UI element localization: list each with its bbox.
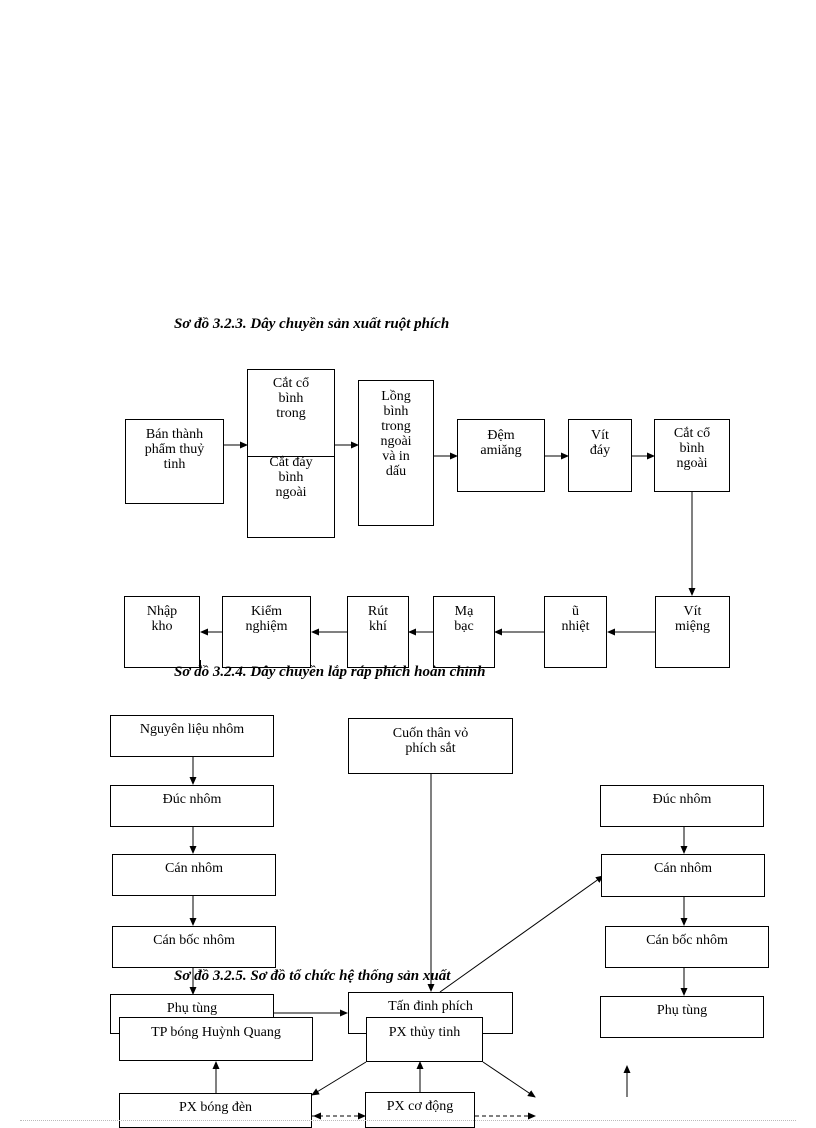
box-nhap-kho: Nhập kho bbox=[124, 596, 200, 668]
arrow-thuytinh-to-bongden bbox=[311, 1061, 367, 1096]
box-can-nhom-left: Cán nhôm bbox=[112, 854, 276, 896]
arrow-tandinh-to-cannhom-right bbox=[439, 875, 604, 993]
box-nguyen-lieu-nhom: Nguyên liệu nhôm bbox=[110, 715, 274, 757]
box-kiem-nghiem: Kiểm nghiệm bbox=[222, 596, 311, 668]
box-can-boc-nhom-left: Cán bốc nhôm bbox=[112, 926, 276, 968]
caption-diagram-2: Sơ đồ 3.2.4. Dây chuyền lắp ráp phích ho… bbox=[174, 664, 486, 680]
box-ban-thanh-pham: Bán thành phẩm thuỷ tinh bbox=[125, 419, 224, 504]
box-can-nhom-right: Cán nhôm bbox=[601, 854, 765, 897]
caption-2-overlay bbox=[124, 660, 201, 668]
box-cat-co-binh-ngoai: Cắt cổ bình ngoài bbox=[654, 419, 730, 492]
divider bbox=[248, 456, 334, 457]
caption-diagram-3: Sơ đồ 3.2.5. Sơ đồ tổ chức hệ thống sản … bbox=[174, 968, 451, 984]
box-duc-nhom-right: Đúc nhôm bbox=[600, 785, 764, 827]
box-dem-amiang: Đệm amiăng bbox=[457, 419, 545, 492]
box-tp-bong-huynh-quang: TP bóng Huỳnh Quang bbox=[119, 1017, 313, 1061]
box-cuon-than: Cuốn thân vỏ phích sắt bbox=[348, 718, 513, 774]
box-ma-bac: Mạ bạc bbox=[433, 596, 495, 668]
box-long-binh: Lồng bình trong ngoài và in dấu bbox=[358, 380, 434, 526]
box-cat-co-cat-day: Cắt cổ bình trong Cắt đáy bình ngoài bbox=[247, 369, 335, 538]
box-can-boc-nhom-right: Cán bốc nhôm bbox=[605, 926, 769, 968]
label-cat-day-binh-ngoai: Cắt đáy bình ngoài bbox=[269, 455, 313, 500]
box-px-thuy-tinh: PX thủy tinh bbox=[366, 1017, 483, 1062]
box-duc-nhom-left: Đúc nhôm bbox=[110, 785, 274, 827]
box-phu-tung-right: Phụ tùng bbox=[600, 996, 764, 1038]
caption-diagram-1: Sơ đồ 3.2.3. Dây chuyền sản xuất ruột ph… bbox=[174, 316, 450, 332]
box-vit-mieng: Vít miệng bbox=[655, 596, 730, 668]
label-cat-co-binh-trong: Cắt cổ bình trong bbox=[272, 376, 310, 421]
box-rut-khi: Rút khí bbox=[347, 596, 409, 668]
arrow-thuytinh-to-right bbox=[482, 1061, 536, 1098]
page-footer-line bbox=[20, 1120, 796, 1121]
box-px-co-dong: PX cơ động bbox=[365, 1092, 475, 1128]
box-vit-day: Vít đáy bbox=[568, 419, 632, 492]
box-u-nhiet: ũ nhiệt bbox=[544, 596, 607, 668]
